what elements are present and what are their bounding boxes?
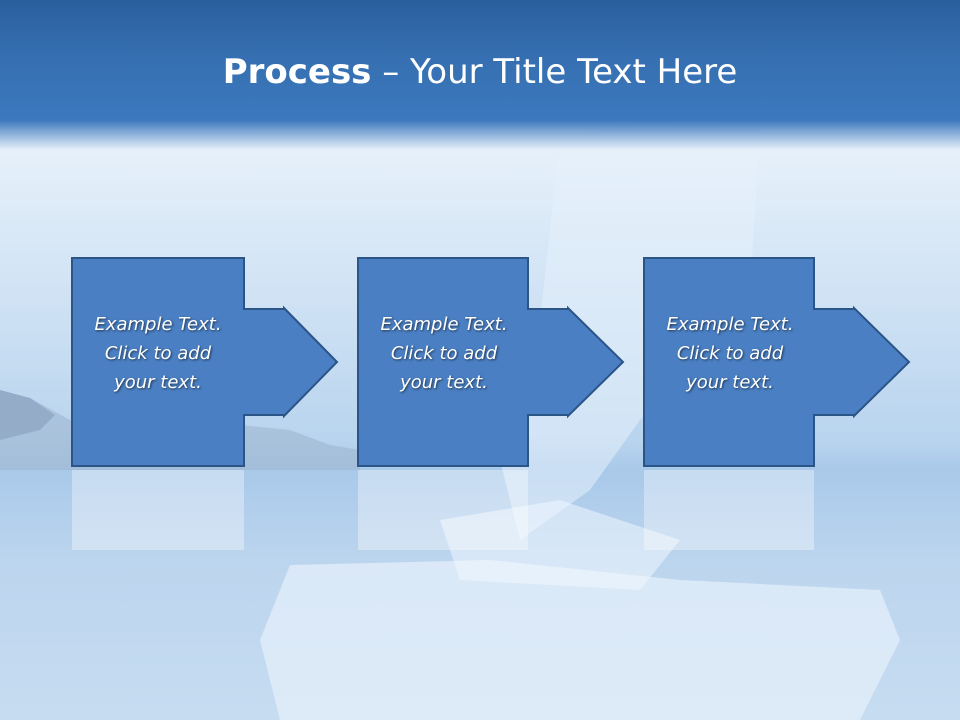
process-step-3[interactable]: Example Text. Click to add your text. [642,256,912,468]
step-3-line-1: Example Text. [666,314,794,335]
step-2-line-1: Example Text. [380,314,508,335]
process-step-1[interactable]: Example Text. Click to add your text. [70,256,340,468]
step-2-line-3: your text. [400,372,488,393]
step-2-reflection [358,470,528,550]
ice-background [260,120,900,720]
step-1-line-2: Click to add [104,343,212,364]
step-2-line-2: Click to add [390,343,498,364]
step-3-line-3: your text. [686,372,774,393]
arrow-right-icon [357,257,625,467]
step-1-line-1: Example Text. [94,314,222,335]
step-3-reflection [644,470,814,550]
step-3-line-2: Click to add [676,343,784,364]
step-1-text[interactable]: Example Text. Click to add your text. [78,310,238,397]
step-1-reflection [72,470,244,550]
arrow-right-icon [71,257,339,467]
title-bold: Process [222,52,372,92]
slide-title[interactable]: Process – Your Title Text Here [0,52,960,92]
process-step-2[interactable]: Example Text. Click to add your text. [356,256,626,468]
step-1-line-3: your text. [114,372,202,393]
step-3-text[interactable]: Example Text. Click to add your text. [650,310,810,397]
step-2-text[interactable]: Example Text. Click to add your text. [364,310,524,397]
title-rest: – Your Title Text Here [371,52,738,92]
arrow-right-icon [643,257,911,467]
title-bar: Process – Your Title Text Here [0,0,960,150]
